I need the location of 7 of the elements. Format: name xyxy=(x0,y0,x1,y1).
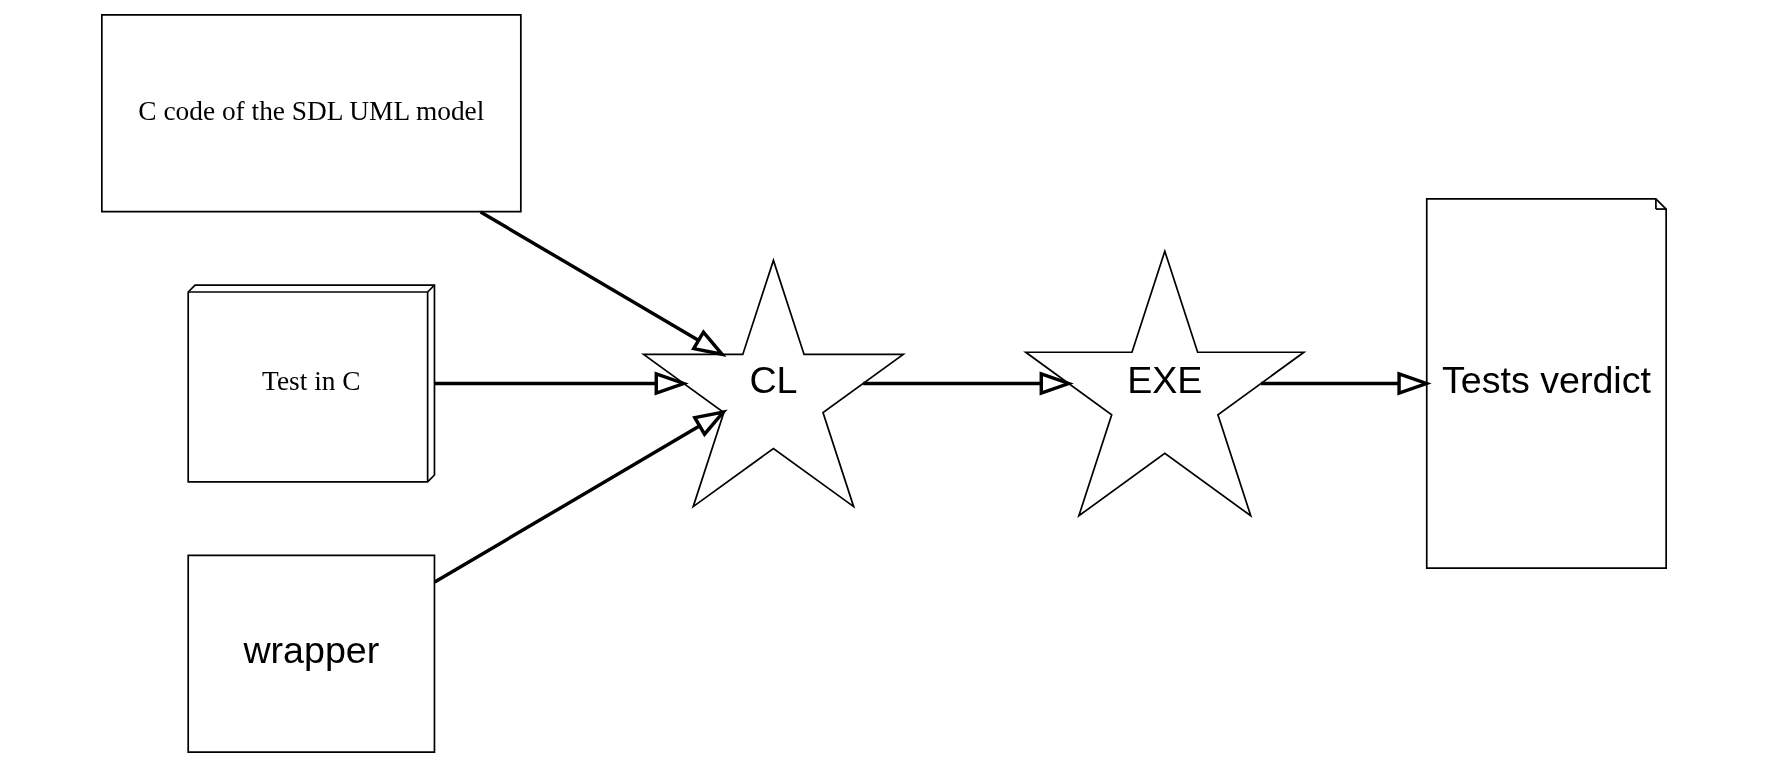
arrow xyxy=(434,371,689,396)
arrow xyxy=(1261,371,1432,396)
arrow xyxy=(479,210,727,357)
node-box: C code of the SDL UML model xyxy=(101,14,522,213)
node-box: wrapper xyxy=(187,554,436,753)
arrow xyxy=(433,409,728,584)
arrow xyxy=(863,371,1074,396)
